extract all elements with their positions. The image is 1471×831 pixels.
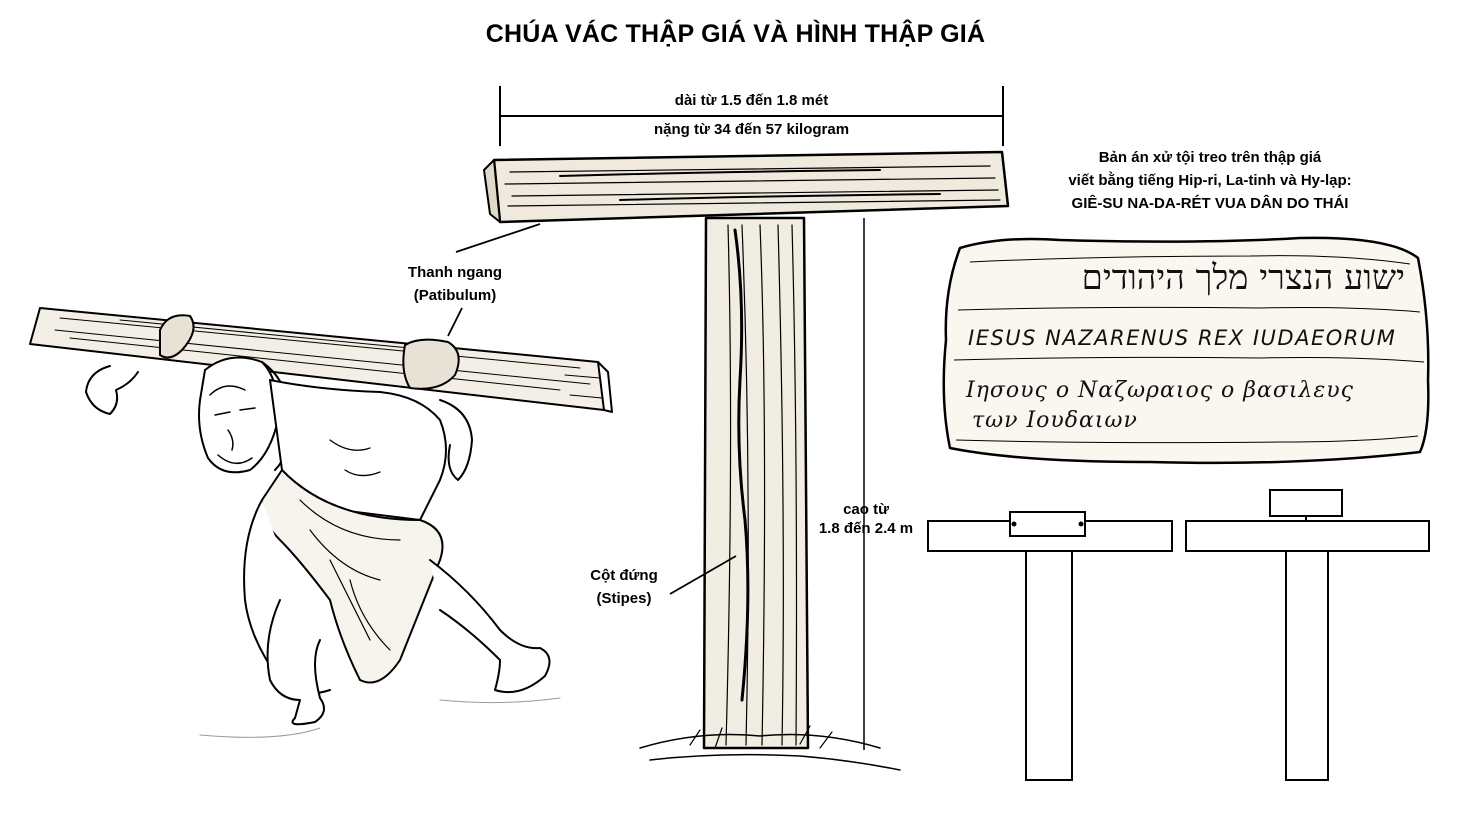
page-title: CHÚA VÁC THẬP GIÁ VÀ HÌNH THẬP GIÁ xyxy=(485,20,986,48)
post-label-line1: Cột đứng xyxy=(590,567,658,584)
caption-line3: GIÊ-SU NA-DA-RÉT VUA DÂN DO THÁI xyxy=(1071,195,1349,212)
sign-hebrew-text: ישוע הנצרי מלך היהודים xyxy=(1081,258,1405,298)
dimension-lines xyxy=(447,86,1004,750)
weight-label: nặng từ 34 đến 57 kilogram xyxy=(653,121,850,138)
loincloth xyxy=(260,469,444,684)
patibulum-crossbar xyxy=(492,150,1010,224)
crossbar-label: Thanh ngang (Patibulum) xyxy=(390,261,520,307)
inscription-caption: Bản án xử tội treo trên thập giá viết bằ… xyxy=(1000,146,1420,215)
caption-line2: viết bằng tiếng Hip-ri, La-tinh và Hy-lạ… xyxy=(1068,172,1352,189)
length-label: dài từ 1.5 đến 1.8 mét xyxy=(674,92,829,109)
sign-greek-line1: Ιησους ο Ναζωραιος ο βασιλευς xyxy=(966,378,1354,403)
height-label-line1: cao từ xyxy=(843,501,889,518)
center-cross xyxy=(483,150,1010,771)
man-carrying-crossbar xyxy=(29,307,613,738)
cross-type-right xyxy=(1185,489,1430,781)
caption-line1: Bản án xử tội treo trên thập giá xyxy=(1098,149,1322,166)
height-label: cao từ 1.8 đến 2.4 m xyxy=(804,500,928,538)
legs xyxy=(266,599,325,726)
cross-type-left xyxy=(927,511,1173,781)
stipes-post xyxy=(702,216,810,750)
crossbar-label-line2: (Patibulum) xyxy=(413,287,497,304)
height-label-line2: 1.8 đến 2.4 m xyxy=(818,520,914,537)
sign-greek-line2: των Ιουδαιων xyxy=(972,408,1138,433)
head xyxy=(198,356,280,474)
post-label: Cột đứng (Stipes) xyxy=(566,564,682,610)
rope-right xyxy=(402,338,460,390)
rope-left xyxy=(159,314,195,359)
crossbar-label-line1: Thanh ngang xyxy=(407,264,503,281)
sign-latin-text: IESUS NAZARENUS REX IUDAEORUM xyxy=(968,326,1397,350)
post-label-line2: (Stipes) xyxy=(596,590,652,607)
inscription-sign xyxy=(942,236,1430,465)
